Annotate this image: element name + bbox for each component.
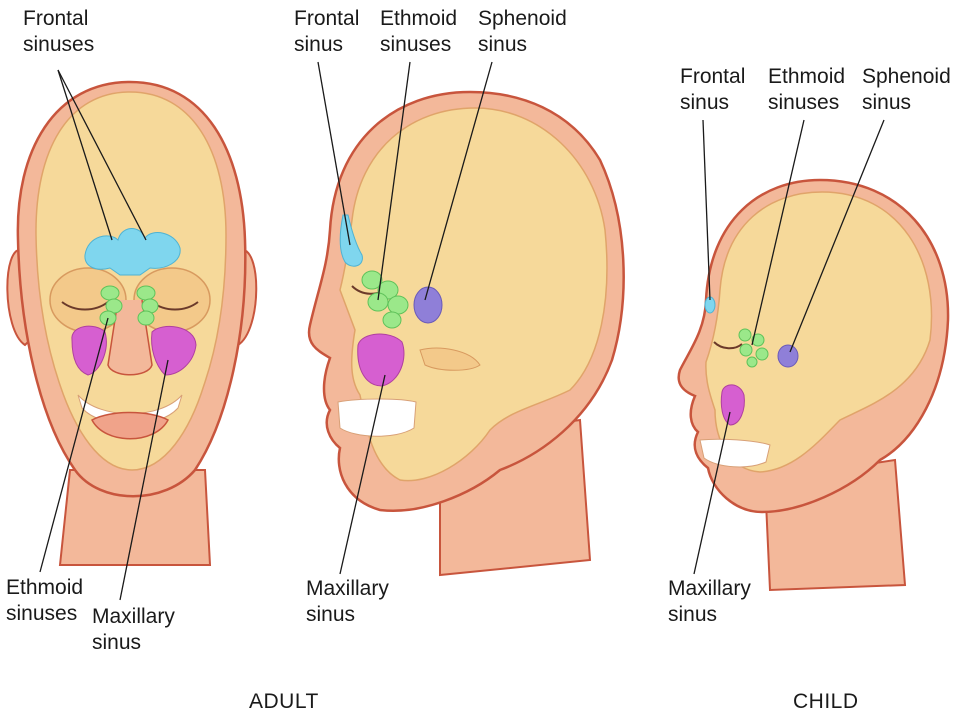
label-line: Maxillary (668, 577, 751, 600)
child-caption: CHILD (793, 690, 859, 713)
label-line: sinus (92, 631, 142, 654)
label-line: sinuses (380, 33, 452, 56)
label-line: Frontal (680, 65, 746, 88)
label-line: sinus (862, 91, 912, 114)
label-line: sinus (306, 603, 356, 626)
label-line: sinus (478, 33, 528, 56)
label-line: sinuses (768, 91, 840, 114)
adult-caption: ADULT (249, 690, 319, 713)
label-line: Sphenoid (478, 7, 567, 30)
leader-lines (39, 61, 885, 601)
label-line: Sphenoid (862, 65, 951, 88)
label-line: sinuses (23, 33, 95, 56)
label-line: sinus (294, 33, 344, 56)
label-line: sinus (680, 91, 730, 114)
label-line: Maxillary (92, 605, 175, 628)
label-line: Ethmoid (380, 7, 458, 30)
label-line: Ethmoid (6, 576, 84, 599)
child-side-frontal-label: Frontal sinus (680, 64, 745, 116)
label-line: sinus (668, 603, 718, 626)
child-side-sphenoid-label: Sphenoid sinus (862, 64, 951, 116)
adult-side-ethmoid-label: Ethmoid sinuses (380, 6, 457, 58)
adult-side-head (307, 90, 625, 577)
adult-front-maxillary-label: Maxillary sinus (92, 604, 175, 656)
label-line: Ethmoid (768, 65, 846, 88)
adult-side-sphenoid-label: Sphenoid sinus (478, 6, 567, 58)
label-line: Frontal (23, 7, 89, 30)
adult-side-maxillary-label: Maxillary sinus (306, 576, 389, 628)
adult-side-frontal-label: Frontal sinus (294, 6, 359, 58)
adult-front-head (6, 80, 258, 566)
child-side-ethmoid-label: Ethmoid sinuses (768, 64, 845, 116)
label-line: Frontal (294, 7, 360, 30)
adult-front-frontal-label: Frontal sinuses (23, 6, 94, 58)
label-line: Maxillary (306, 577, 389, 600)
adult-front-ethmoid-label: Ethmoid sinuses (6, 575, 83, 627)
child-side-head (677, 178, 950, 592)
child-side-maxillary-label: Maxillary sinus (668, 576, 751, 628)
label-line: sinuses (6, 602, 78, 625)
